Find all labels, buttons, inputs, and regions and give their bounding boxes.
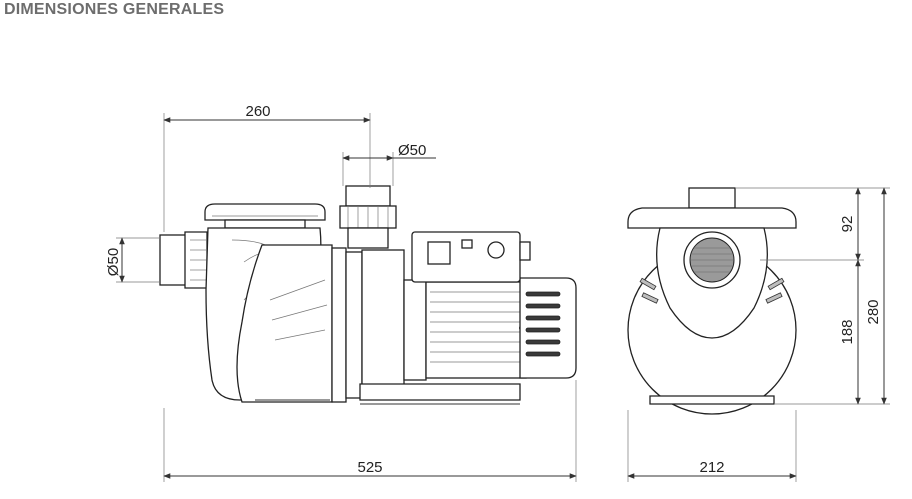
control-knob bbox=[487, 241, 505, 259]
dimension-lines: 260 Ø50 Ø50 525 212 92 188 28 bbox=[105, 103, 890, 482]
dim-label-port-side: Ø50 bbox=[105, 248, 122, 276]
page-title: DIMENSIONES GENERALES bbox=[4, 1, 225, 18]
dim-label-260: 260 bbox=[245, 103, 270, 120]
motor-body bbox=[425, 281, 527, 379]
pump-volute bbox=[236, 244, 333, 403]
strainer-lid bbox=[204, 203, 326, 221]
dim-label-92: 92 bbox=[839, 216, 856, 233]
dim-label-525: 525 bbox=[357, 459, 382, 476]
lid-front bbox=[627, 207, 797, 229]
control-display bbox=[427, 241, 451, 265]
flange-plate bbox=[331, 247, 347, 403]
front-view bbox=[627, 187, 797, 415]
outlet-port-front bbox=[688, 187, 736, 209]
dim-label-212: 212 bbox=[699, 459, 724, 476]
motor-adapter bbox=[361, 249, 405, 391]
dim-label-188: 188 bbox=[839, 319, 856, 344]
dim-label-280: 280 bbox=[865, 299, 882, 324]
pump-base bbox=[359, 383, 521, 401]
base-front bbox=[649, 395, 775, 405]
outlet-port-top bbox=[345, 185, 391, 207]
dim-label-port-top: Ø50 bbox=[398, 142, 426, 159]
side-view bbox=[159, 185, 577, 405]
